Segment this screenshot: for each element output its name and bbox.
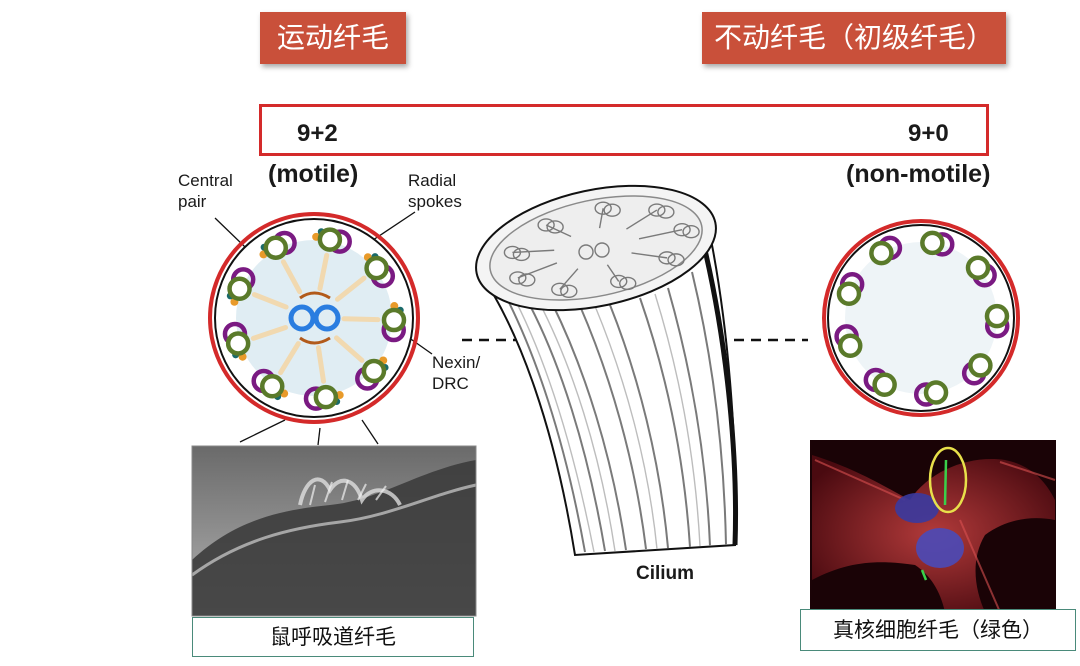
spoke-outline [638, 229, 683, 240]
a-tubule [837, 333, 863, 358]
a-tubule [923, 380, 949, 405]
a-tubule [872, 372, 897, 397]
spoke-outline [631, 252, 668, 259]
a-tubule [968, 353, 993, 378]
spoke-outline [512, 249, 555, 254]
doublet-outline [673, 223, 691, 237]
formula-highlight-box [259, 104, 989, 156]
a-tubule [227, 276, 252, 301]
spoke-outline [606, 264, 620, 282]
radial-spoke [280, 259, 303, 295]
left-type: (motile) [268, 160, 359, 188]
a-tubule [869, 240, 894, 266]
spoke-outline [517, 262, 558, 279]
radial-spoke [334, 275, 367, 302]
doublet-outline [560, 284, 578, 299]
radial-spoke [251, 292, 289, 310]
a-tubule [225, 331, 251, 356]
radial-spoke [317, 252, 330, 292]
spoke-outline [598, 208, 604, 229]
doublet-outline [603, 203, 621, 217]
doublet-outline [509, 271, 527, 285]
doublet-outline [667, 253, 685, 267]
doublet-outline [512, 247, 531, 262]
a-tubule [836, 281, 862, 307]
doublet-outline [648, 203, 666, 217]
a-tubule [259, 373, 285, 399]
nexin-drc-label: Nexin/ DRC [432, 353, 481, 393]
doublet-outline [682, 225, 700, 239]
a-tubule [313, 384, 339, 410]
radial-spoke [315, 345, 327, 384]
radial-spoke [341, 316, 381, 323]
primary-cilia-tag: 不动纤毛（初级纤毛） [702, 12, 1006, 64]
left-formula: 9+2 [297, 120, 338, 147]
doublet-outline [657, 205, 675, 219]
right-caption: 真核细胞纤毛（绿色） [800, 609, 1076, 651]
doublet-outline [610, 274, 628, 289]
spoke-outline [626, 209, 658, 230]
doublet-outline [619, 276, 637, 291]
doublet-outline [537, 218, 555, 232]
a-tubule [317, 227, 343, 252]
a-tubule [381, 307, 407, 333]
doublet-outline [551, 282, 569, 297]
a-tubule [361, 358, 387, 384]
a-tubule [364, 255, 389, 281]
motile-cilia-tag: 运动纤毛 [260, 12, 406, 64]
airway-cilia-micrograph [191, 445, 477, 617]
a-tubule [263, 235, 289, 260]
left-caption: 鼠呼吸道纤毛 [192, 617, 474, 657]
radial-spokes-label: Radial spokes [408, 171, 462, 211]
radial-spoke [250, 325, 289, 341]
doublet-outline [658, 251, 676, 265]
radial-spoke [333, 335, 365, 363]
a-tubule [920, 230, 945, 256]
doublet-outline [594, 201, 612, 215]
cilium-3d-illustration [475, 184, 739, 557]
a-tubule [984, 303, 1010, 329]
spoke-outline [559, 268, 579, 290]
spoke-outline [545, 224, 572, 238]
right-type: (non-motile) [846, 160, 991, 188]
cilium-label: Cilium [636, 563, 695, 584]
eukaryotic-cilia-fluorescence-image [810, 440, 1056, 613]
motile-cross-section [208, 212, 420, 424]
central-pair-label: Central pair [178, 171, 233, 211]
radial-spoke [278, 341, 301, 376]
non-motile-cross-section [822, 219, 1020, 417]
a-tubule [965, 255, 991, 280]
doublet-outline [546, 220, 564, 234]
right-formula: 9+0 [908, 120, 949, 147]
